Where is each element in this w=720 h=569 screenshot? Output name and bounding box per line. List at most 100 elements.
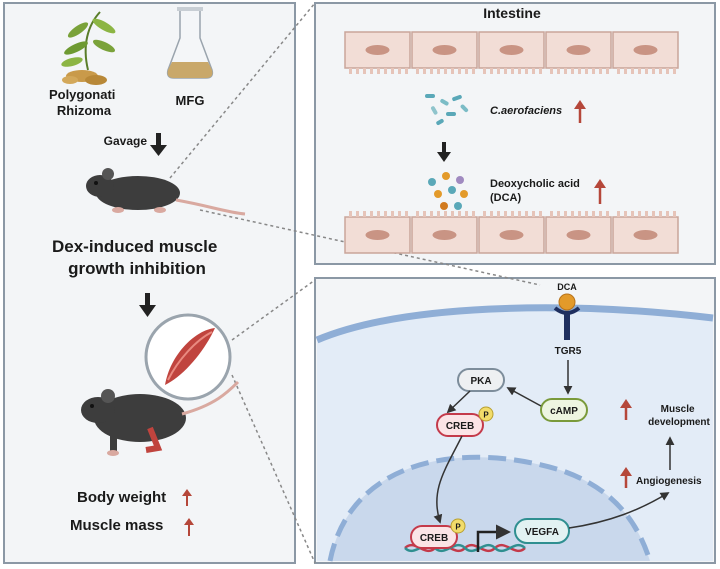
creb-nucleus-node: CREB P [410,518,466,549]
microvillus [511,68,514,74]
microvillus [624,68,627,74]
model-label: Dex-induced muscle growth inhibition [52,237,222,278]
microvillus [539,68,542,74]
microvillus [557,211,560,217]
microvillus [504,68,507,74]
microvillus [430,68,433,74]
herb-label: Polygonati Rhizoma [49,87,119,118]
microvillus [349,211,352,217]
epithelial-cell [411,31,478,69]
microvillus [532,68,535,74]
arrow-camp-pka [506,387,542,407]
microvillus [377,68,380,74]
down-arrow-icon [139,293,156,317]
bacteria-label: C.aerofaciens [490,105,562,117]
microvillus [405,68,408,74]
microvillus [444,68,447,74]
camp-node: cAMP [540,398,588,422]
microvillus [377,211,380,217]
up-arrow-icon [184,518,194,536]
microvillus [645,211,648,217]
microvillus [638,211,641,217]
microvillus [472,211,475,217]
microvillus [490,211,493,217]
intestine-title: Intestine [483,5,541,21]
tgr5-label: TGR5 [555,346,582,357]
microvillus [349,68,352,74]
bile-acid-molecules-icon [428,172,468,210]
bacteria-icon [425,94,469,126]
microvillus [384,68,387,74]
microvillus [645,68,648,74]
cell-nucleus [566,230,591,240]
microvillus [363,211,366,217]
microvillus [585,68,588,74]
microvillus [398,211,401,217]
microvillus [518,211,521,217]
microvillus [423,211,426,217]
microvillus [652,211,655,217]
mouse-walking-icon [81,380,240,456]
microvillus [525,68,528,74]
microvillus [592,211,595,217]
svg-text:CREB: CREB [420,533,448,544]
cell-nucleus [365,230,390,240]
svg-text:P: P [455,523,461,532]
transcription-arrow [476,524,511,552]
dca-label: DCA [557,282,577,292]
microvillus [571,68,574,74]
microvillus [437,68,440,74]
gavage-label: Gavage [104,134,148,148]
microvillus [423,68,426,74]
microvillus [391,211,394,217]
microvillus [617,211,620,217]
nuclear-membrane [327,454,653,562]
microvillus [666,68,669,74]
cell-nucleus [432,230,457,240]
microvillus [606,68,609,74]
microvillus [370,68,373,74]
up-arrow-icon [594,179,606,204]
up-arrow-icon [182,489,192,506]
up-arrow-icon [620,399,632,420]
angiogenesis-label: Angiogenesis [636,476,702,487]
cell-nucleus [432,45,457,55]
microvillus [666,211,669,217]
microvillus [430,211,433,217]
microvillus [652,68,655,74]
microvillus [444,211,447,217]
polygonati-rhizoma-plant-icon [61,11,116,85]
microvillus [631,68,634,74]
vegfa-node: VEGFA [514,518,570,544]
down-arrow-icon [437,142,451,162]
svg-text:PKA: PKA [470,376,491,387]
microvillus [504,211,507,217]
tgr5-receptor-icon [553,293,581,340]
top-epithelium [344,31,679,74]
microvillus [458,211,461,217]
microvillus [363,68,366,74]
cell-nucleus [566,45,591,55]
microvillus [557,68,560,74]
microvillus [532,211,535,217]
pka-node: PKA [457,368,505,392]
cell-nucleus [365,45,390,55]
microvillus [458,68,461,74]
microvillus [391,68,394,74]
microvillus [631,211,634,217]
microvillus [585,211,588,217]
left-panel [3,2,296,564]
microvillus [659,68,662,74]
mouse-icon [86,168,246,216]
microvillus [472,68,475,74]
cell-nucleus [633,230,658,240]
microvillus [451,68,454,74]
up-arrow-icon [574,100,586,123]
metabolite-label: Deoxycholic acid (DCA) [490,178,583,204]
cell-membrane [315,304,714,344]
muscle-magnifier-icon [144,313,232,401]
muscle-mass-label: Muscle mass [70,517,163,534]
cell-nucleus [499,45,524,55]
microvillus [617,68,620,74]
